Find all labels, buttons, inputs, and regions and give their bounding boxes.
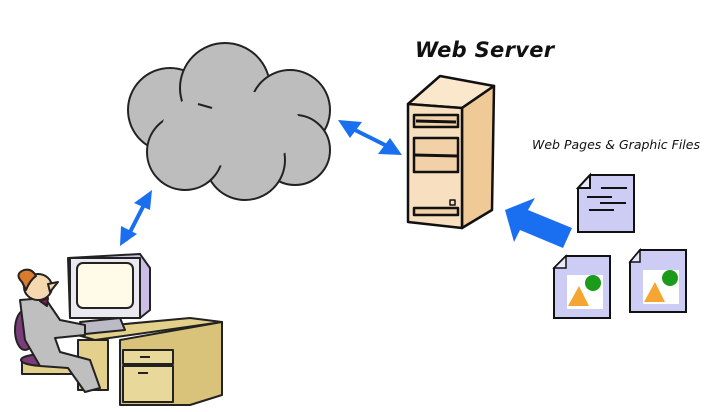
cloud-icon xyxy=(127,42,331,201)
arrow-files-server xyxy=(505,198,572,248)
files-label: Web Pages & Graphic Files xyxy=(532,137,700,152)
web-server-label: Web Server xyxy=(415,38,555,62)
graphic-file-icon xyxy=(552,254,611,319)
graphic-file-icon xyxy=(628,247,687,313)
arrow-internet-server xyxy=(338,120,402,155)
arrow-user-internet xyxy=(120,190,152,246)
user-at-computer-icon xyxy=(14,253,223,406)
web-page-document-icon xyxy=(575,172,635,233)
server-icon xyxy=(406,74,496,230)
